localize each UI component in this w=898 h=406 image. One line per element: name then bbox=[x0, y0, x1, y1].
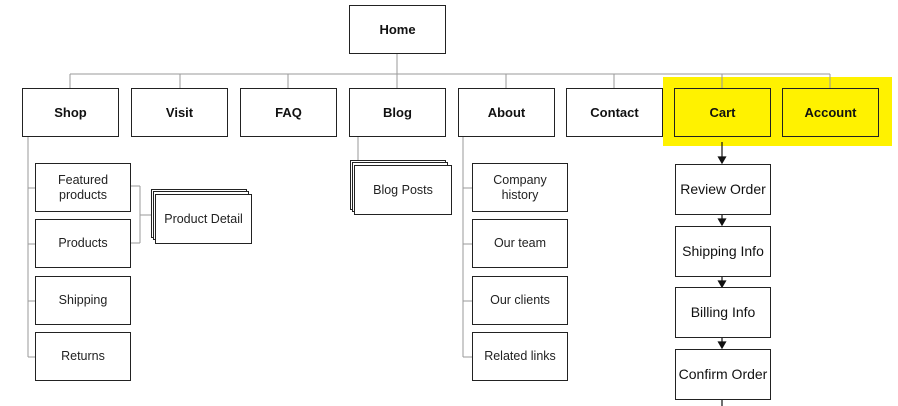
node-company-history-label: Company history bbox=[493, 172, 547, 202]
node-products: Products bbox=[35, 219, 131, 268]
node-returns: Returns bbox=[35, 332, 131, 381]
node-cart-label: Cart bbox=[709, 104, 736, 120]
node-visit: Visit bbox=[131, 88, 228, 137]
node-about-label: About bbox=[487, 104, 526, 120]
node-shipping-label: Shipping bbox=[58, 293, 108, 307]
node-contact-label: Contact bbox=[590, 104, 639, 120]
node-confirm-order: Confirm Order bbox=[675, 349, 771, 400]
node-shipping-info: Shipping Info bbox=[675, 226, 771, 277]
node-billing-info-label: Billing Info bbox=[690, 304, 756, 321]
node-company-history: Company history bbox=[472, 163, 568, 212]
node-review-order: Review Order bbox=[675, 164, 771, 215]
node-our-clients-label: Our clients bbox=[490, 293, 550, 307]
node-shop: Shop bbox=[22, 88, 119, 137]
node-shop-label: Shop bbox=[54, 104, 87, 120]
node-contact: Contact bbox=[566, 88, 663, 137]
node-blog: Blog bbox=[349, 88, 446, 137]
node-billing-info: Billing Info bbox=[675, 287, 771, 338]
node-home-label: Home bbox=[379, 21, 416, 37]
node-featured-products: Featured products bbox=[35, 163, 131, 212]
node-about: About bbox=[458, 88, 555, 137]
node-account: Account bbox=[782, 88, 879, 137]
node-shipping-info-label: Shipping Info bbox=[682, 243, 764, 260]
node-product-detail: Product Detail bbox=[155, 194, 252, 244]
node-faq-label: FAQ bbox=[275, 104, 302, 120]
node-blog-label: Blog bbox=[383, 104, 412, 120]
node-featured-products-label: Featured products bbox=[57, 172, 109, 202]
node-blog-posts: Blog Posts bbox=[354, 165, 452, 215]
node-related-links-label: Related links bbox=[484, 349, 556, 363]
node-review-order-label: Review Order bbox=[680, 181, 766, 198]
node-our-team: Our team bbox=[472, 219, 568, 268]
node-our-clients: Our clients bbox=[472, 276, 568, 325]
node-cart: Cart bbox=[674, 88, 771, 137]
node-returns-label: Returns bbox=[61, 349, 105, 363]
node-our-team-label: Our team bbox=[493, 236, 547, 250]
node-related-links: Related links bbox=[472, 332, 568, 381]
node-faq: FAQ bbox=[240, 88, 337, 137]
node-visit-label: Visit bbox=[165, 104, 194, 120]
node-confirm-order-label: Confirm Order bbox=[678, 366, 768, 383]
node-products-label: Products bbox=[58, 236, 108, 250]
node-blog-posts-label: Blog Posts bbox=[373, 182, 433, 197]
node-product-detail-label: Product Detail bbox=[164, 211, 243, 226]
node-shipping: Shipping bbox=[35, 276, 131, 325]
node-account-label: Account bbox=[804, 104, 857, 120]
node-home: Home bbox=[349, 5, 446, 54]
